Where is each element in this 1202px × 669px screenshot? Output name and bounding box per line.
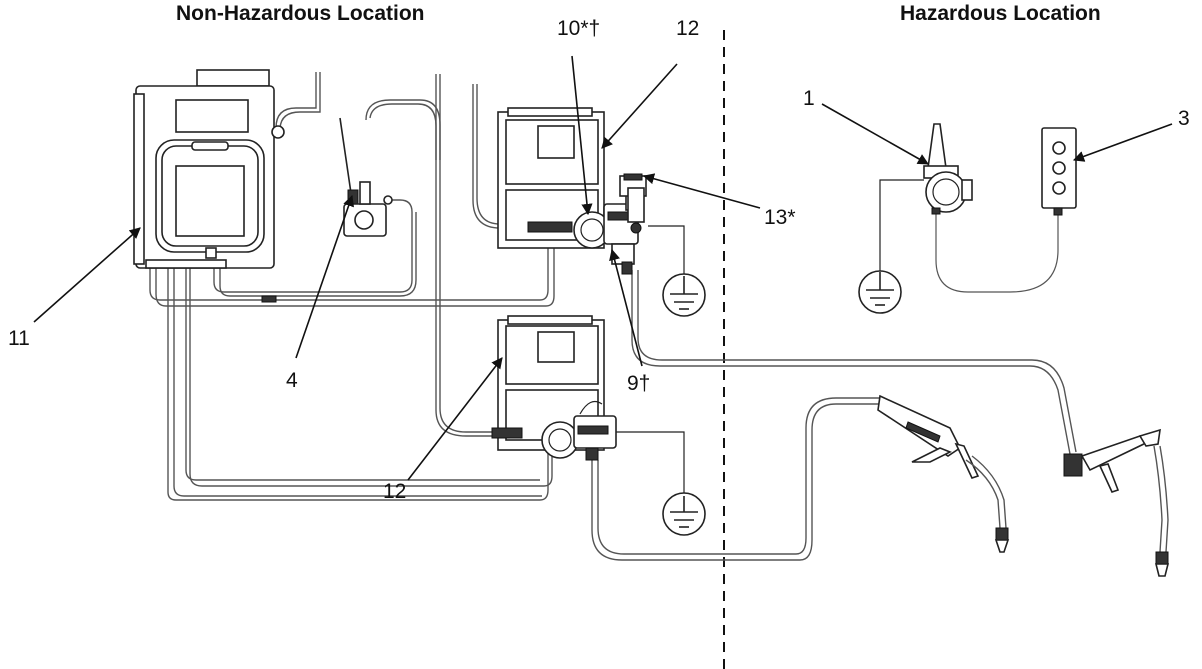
callout-10: 10*† [557, 18, 600, 39]
callout-12-bottom: 12 [383, 481, 406, 502]
leader-1 [822, 104, 928, 164]
callout-11: 11 [8, 328, 30, 349]
leader-11 [34, 228, 140, 322]
pump-enclosure-bottom [492, 316, 616, 460]
leader-3 [1074, 124, 1172, 160]
leader-4 [296, 196, 352, 358]
transmitter-unit [262, 118, 392, 302]
ground-icon-bottom [616, 432, 705, 535]
remote-station [1042, 128, 1076, 215]
callout-3: 3 [1178, 108, 1190, 129]
callout-1: 1 [803, 88, 815, 109]
dispense-gun-upper [1064, 430, 1168, 576]
ground-icon-top [648, 226, 705, 316]
callout-12-top: 12 [676, 18, 699, 39]
ground-icon-hazardous [859, 180, 924, 313]
leader-13 [644, 176, 760, 208]
pump-enclosure-top [498, 108, 646, 274]
receiver-sensor [924, 124, 972, 214]
controller-unit [134, 70, 284, 268]
dispense-gun-lower [878, 396, 1008, 552]
callout-13: 13* [764, 207, 796, 228]
callout-4: 4 [286, 370, 298, 391]
callout-9: 9† [627, 373, 650, 394]
leader-12-bottom [408, 358, 502, 480]
leader-12-top [602, 64, 677, 148]
